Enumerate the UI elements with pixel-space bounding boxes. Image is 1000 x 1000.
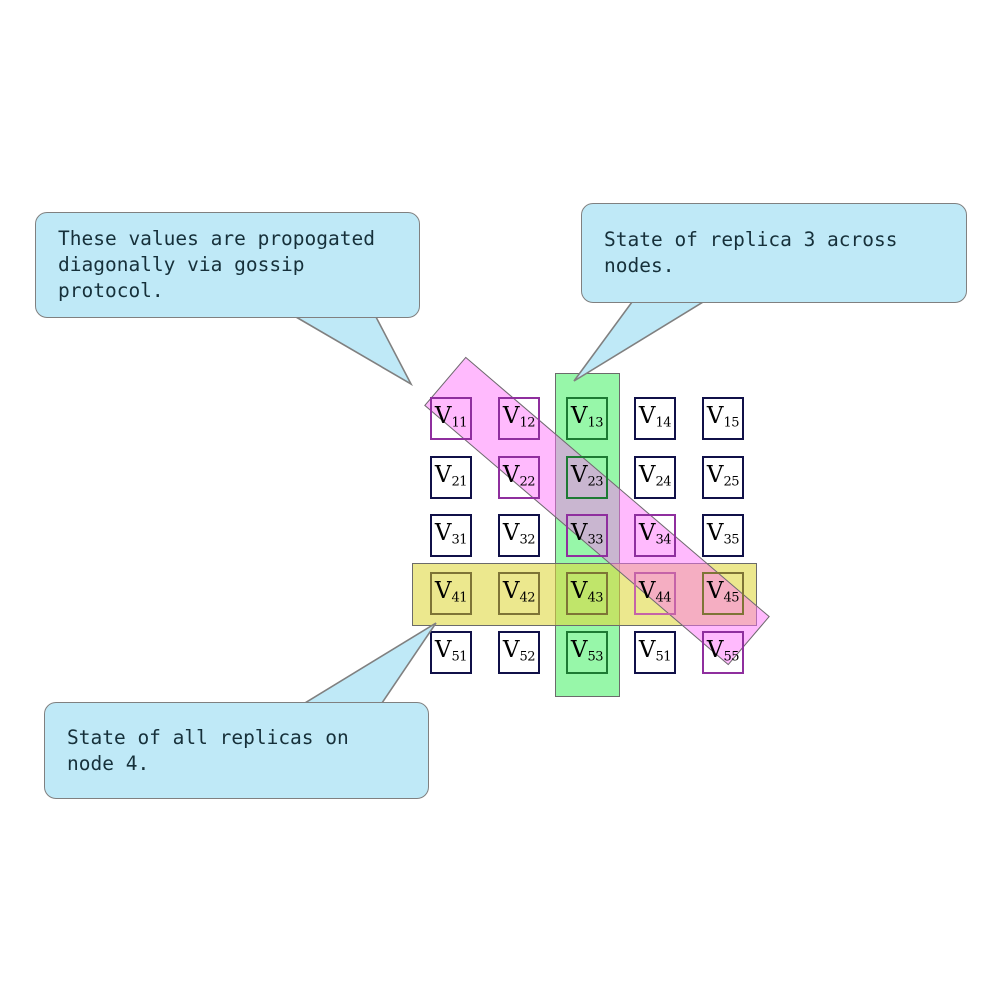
- cell-v45[interactable]: V45: [702, 572, 744, 615]
- cell-v35[interactable]: V35: [702, 514, 744, 557]
- cell-label-v22: V22: [502, 462, 536, 490]
- cell-v34[interactable]: V34: [634, 514, 676, 557]
- replica3-column-highlight-band: [555, 373, 620, 697]
- cell-label-v33: V33: [570, 520, 604, 548]
- cell-label-v25: V25: [706, 462, 740, 490]
- cell-label-v42: V42: [502, 578, 536, 606]
- cell-v22[interactable]: V22: [498, 456, 540, 499]
- cell-label-v51: V51: [434, 637, 468, 665]
- cell-label-v31: V31: [434, 520, 468, 548]
- cell-v15[interactable]: V15: [702, 397, 744, 440]
- cell-v55[interactable]: V55: [702, 631, 744, 674]
- cell-v32[interactable]: V32: [498, 514, 540, 557]
- cell-v23[interactable]: V23: [566, 456, 608, 499]
- cell-label-v55: V55: [706, 637, 740, 665]
- cell-v21[interactable]: V21: [430, 456, 472, 499]
- callout-gossip-protocol[interactable]: These values are propogated diagonally v…: [35, 212, 420, 318]
- cell-label-v24: V24: [638, 462, 672, 490]
- callout-gossip-text: These values are propogated diagonally v…: [58, 227, 375, 302]
- cell-v42[interactable]: V42: [498, 572, 540, 615]
- cell-v44[interactable]: V44: [634, 572, 676, 615]
- cell-label-v45: V45: [706, 578, 740, 606]
- cell-label-v54: V51: [638, 637, 672, 665]
- cell-v33[interactable]: V33: [566, 514, 608, 557]
- callout-node-4[interactable]: State of all replicas on node 4.: [44, 702, 429, 799]
- callout-node-4-text: State of all replicas on node 4.: [67, 725, 349, 775]
- cell-v24[interactable]: V24: [634, 456, 676, 499]
- cell-label-v12: V12: [502, 403, 536, 431]
- cell-v25[interactable]: V25: [702, 456, 744, 499]
- cell-v41[interactable]: V41: [430, 572, 472, 615]
- cell-label-v14: V14: [638, 403, 672, 431]
- cell-label-v34: V34: [638, 520, 672, 548]
- callout-replica-3[interactable]: State of replica 3 across nodes.: [581, 203, 967, 303]
- cell-label-v11: V11: [434, 403, 468, 431]
- cell-label-v21: V21: [434, 462, 468, 490]
- cell-v54[interactable]: V51: [634, 631, 676, 674]
- cell-v12[interactable]: V12: [498, 397, 540, 440]
- cell-label-v41: V41: [434, 578, 468, 606]
- cell-v53[interactable]: V53: [566, 631, 608, 674]
- cell-v11[interactable]: V11: [430, 397, 472, 440]
- cell-v43[interactable]: V43: [566, 572, 608, 615]
- cell-v13[interactable]: V13: [566, 397, 608, 440]
- cell-label-v52: V52: [502, 637, 536, 665]
- cell-v52[interactable]: V52: [498, 631, 540, 674]
- cell-label-v23: V23: [570, 462, 604, 490]
- cell-label-v53: V53: [570, 637, 604, 665]
- cell-label-v15: V15: [706, 403, 740, 431]
- cell-label-v44: V44: [638, 578, 672, 606]
- cell-v51[interactable]: V51: [430, 631, 472, 674]
- callout-replica-3-text: State of replica 3 across nodes.: [604, 228, 898, 277]
- cell-label-v43: V43: [570, 578, 604, 606]
- cell-label-v35: V35: [706, 520, 740, 548]
- cell-label-v13: V13: [570, 403, 604, 431]
- cell-label-v32: V32: [502, 520, 536, 548]
- cell-v14[interactable]: V14: [634, 397, 676, 440]
- cell-v31[interactable]: V31: [430, 514, 472, 557]
